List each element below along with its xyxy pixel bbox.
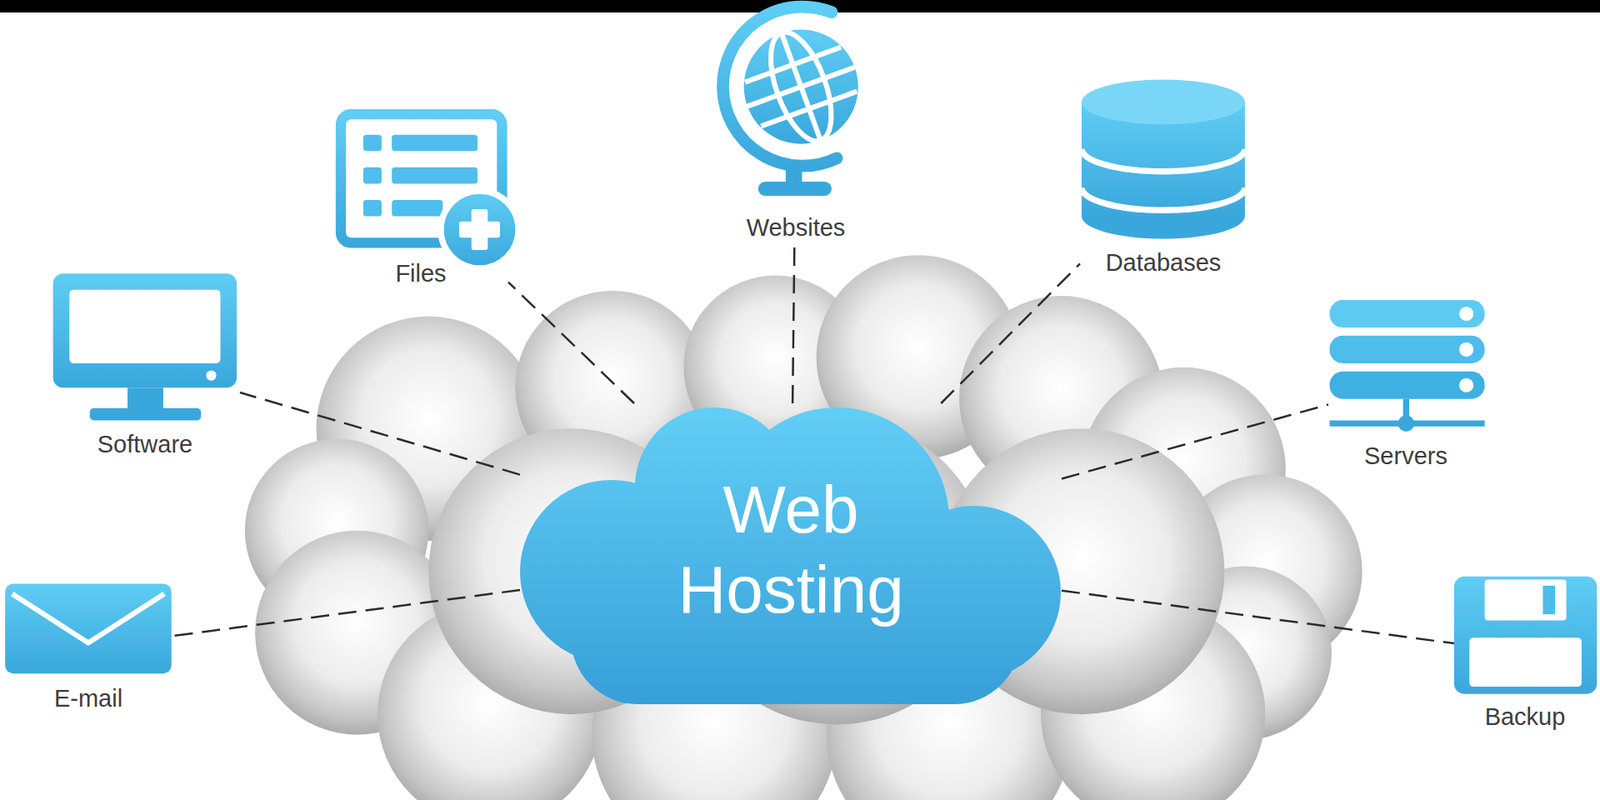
icon-label: Websites bbox=[679, 213, 913, 242]
monitor-icon bbox=[53, 273, 237, 420]
cloud-title: Web Hosting bbox=[657, 470, 925, 630]
servers-node: Servers bbox=[1328, 295, 1484, 470]
floppy-icon bbox=[1454, 576, 1597, 695]
software-node: Software bbox=[50, 270, 240, 459]
icon-label: Databases bbox=[1055, 248, 1272, 277]
dashed-connector bbox=[240, 392, 520, 475]
dashed-connector bbox=[1061, 590, 1455, 644]
web-hosting-cloud: Web Hosting bbox=[520, 403, 1062, 705]
globe-icon bbox=[722, 6, 875, 196]
email-node: E-mail bbox=[5, 581, 172, 713]
server-icon bbox=[1330, 300, 1485, 432]
envelope-icon bbox=[5, 583, 172, 674]
icon-label: Software bbox=[25, 430, 265, 459]
dashed-connector bbox=[171, 590, 520, 636]
icon-label: Files bbox=[308, 259, 534, 288]
files-icon bbox=[340, 114, 519, 269]
dashed-connector bbox=[1061, 404, 1329, 479]
backup-node: Backup bbox=[1454, 575, 1596, 731]
icon-label: Backup bbox=[1429, 702, 1600, 731]
grey-clouds bbox=[245, 255, 1363, 800]
dashed-connector bbox=[508, 282, 635, 404]
dashed-connector bbox=[940, 263, 1080, 404]
websites-node: Websites bbox=[704, 16, 888, 242]
database-icon bbox=[1081, 80, 1245, 240]
databases-node: Databases bbox=[1080, 83, 1247, 277]
files-node: Files bbox=[333, 108, 509, 288]
dashed-connector bbox=[792, 241, 795, 404]
icon-label: E-mail bbox=[0, 684, 197, 713]
icon-label: Servers bbox=[1303, 441, 1509, 470]
